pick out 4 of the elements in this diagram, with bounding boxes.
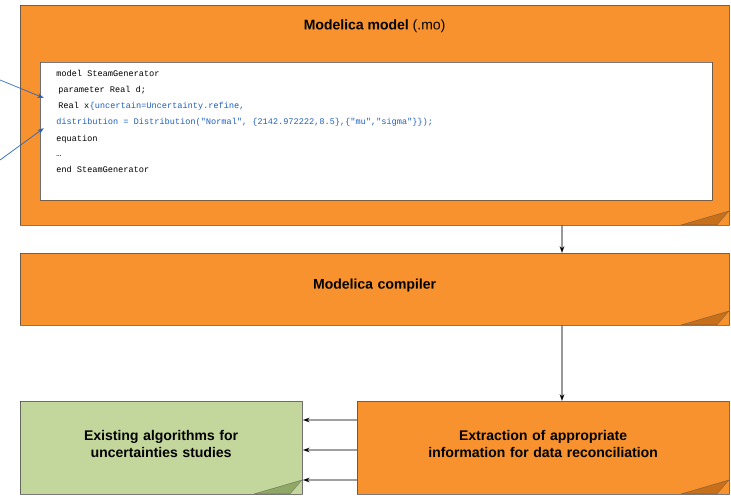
compiler-box: Modelica compiler	[20, 253, 730, 326]
extraction-box: Extraction of appropriate information for data reconciliation	[357, 401, 730, 495]
code-box: model SteamGenerator parameter Real d; Real x {uncertain=Uncertainty.refine, distribution = Distribution("Normal", {2142.972222,8.5},{"mu","sigma"}}); equation … end SteamGenerator	[40, 62, 713, 201]
algorithms-box: Existing algorithms for uncertainties studies	[20, 401, 303, 495]
